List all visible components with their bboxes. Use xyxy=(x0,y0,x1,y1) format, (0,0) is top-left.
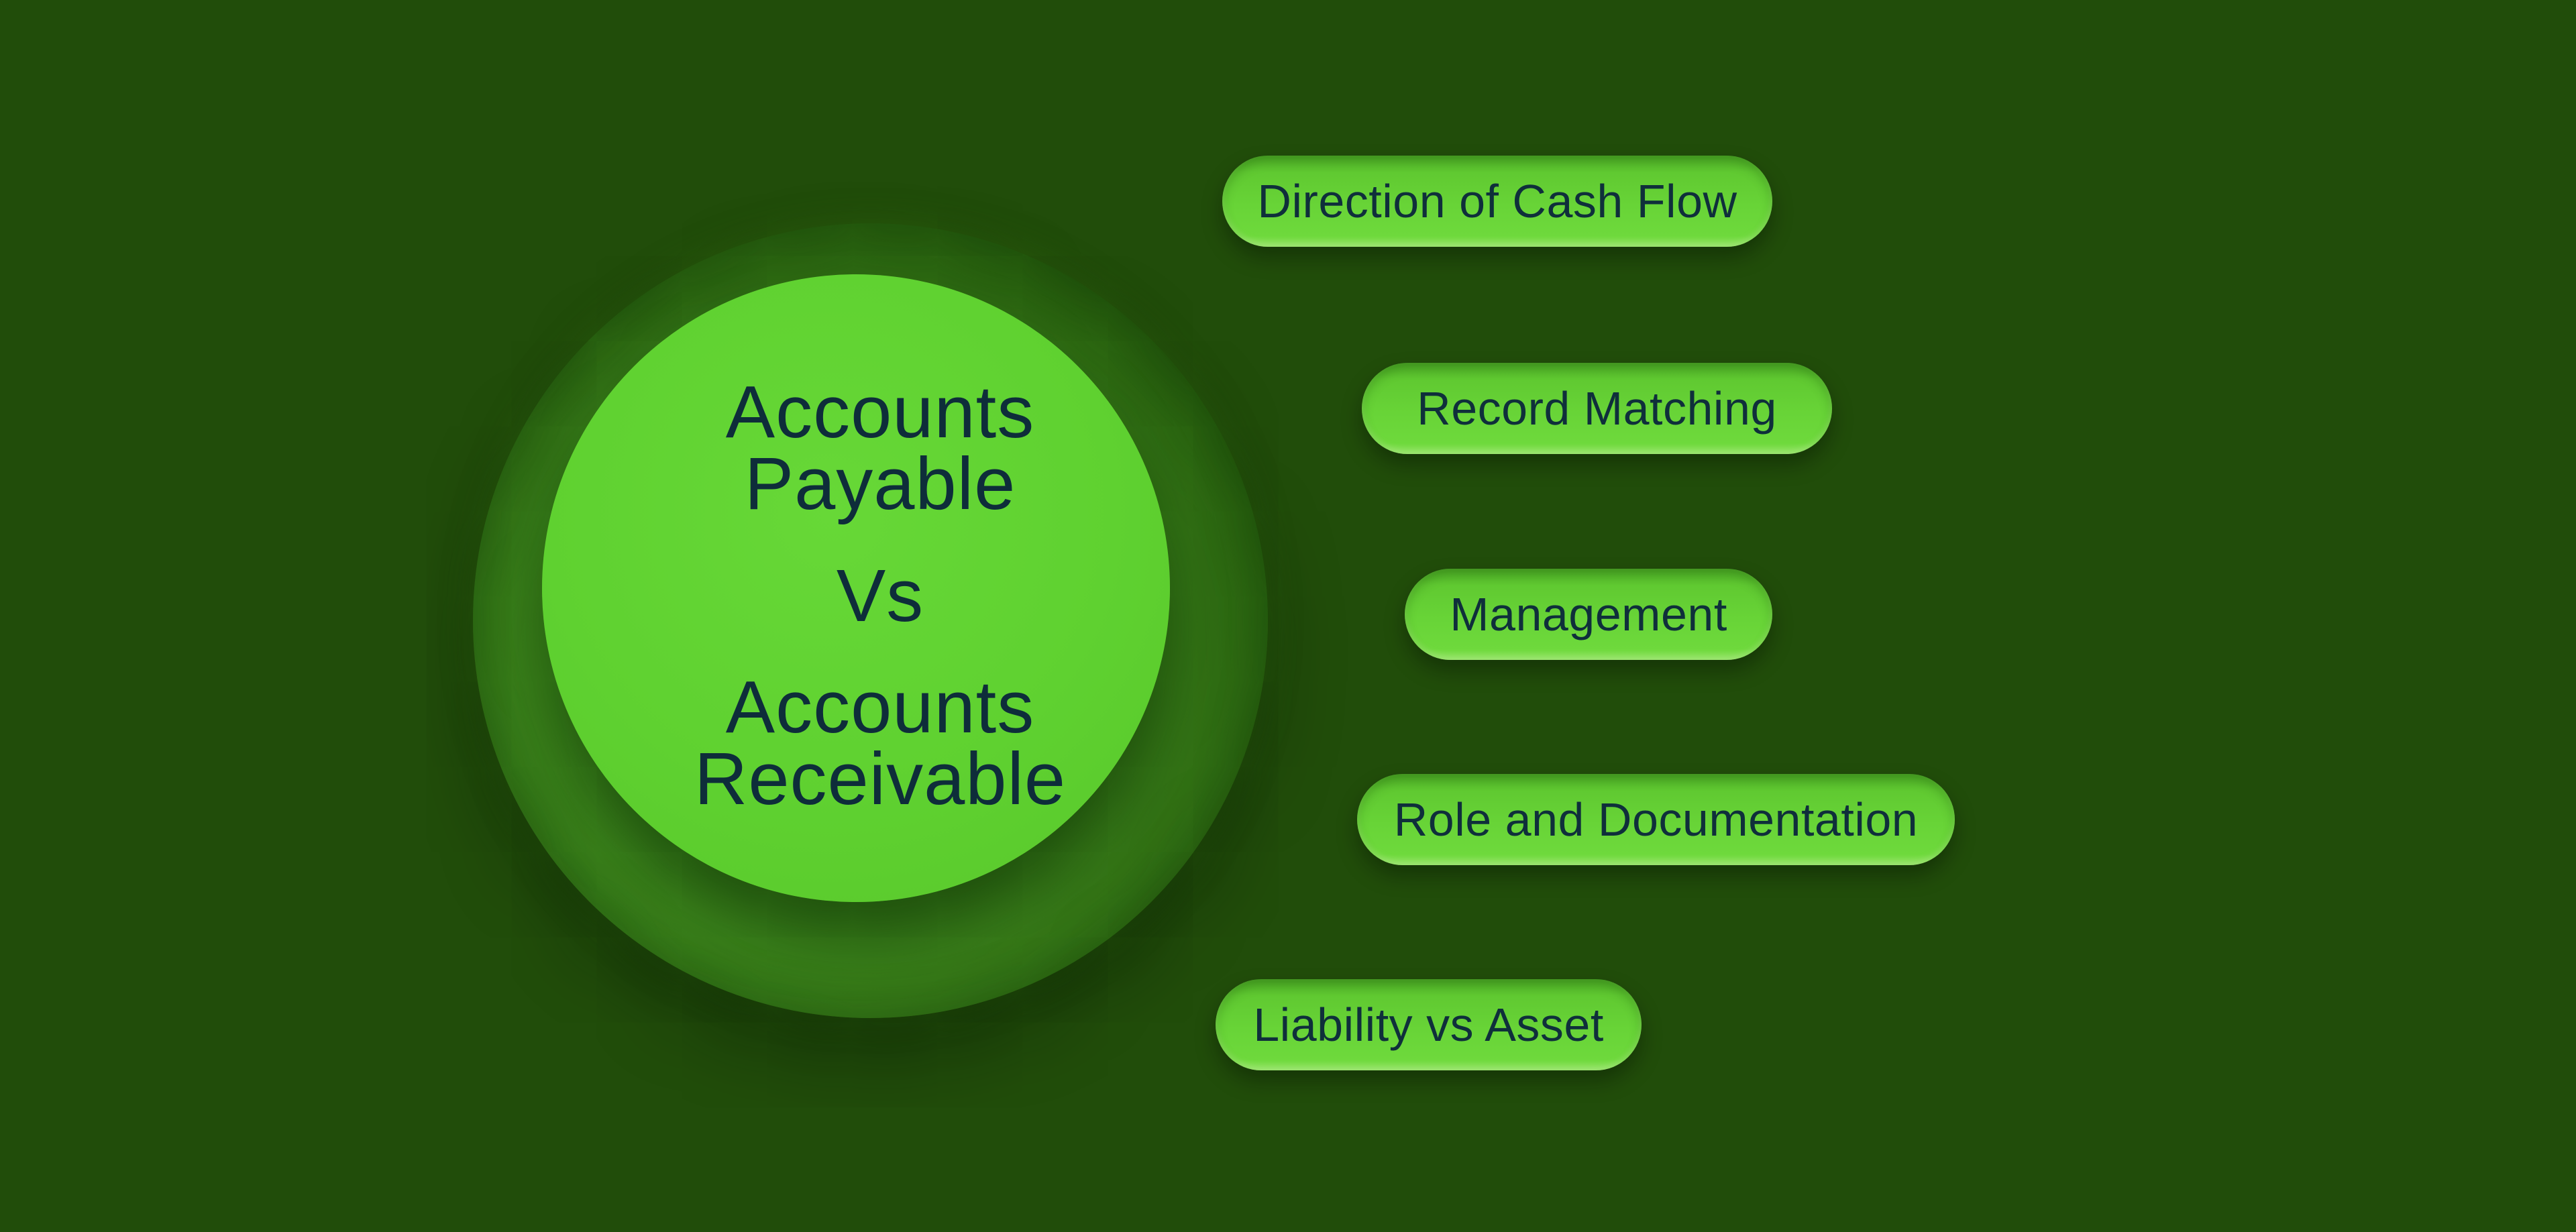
main-topic-line2: Accounts Receivable xyxy=(694,666,1067,821)
topic-pill-record-matching: Record Matching xyxy=(1362,363,1832,454)
main-topic-text: Accounts Payable Vs Accounts Receivable xyxy=(645,371,1115,821)
vs-divider: Vs xyxy=(836,554,924,637)
topic-pill-direction-of-cash-flow: Direction of Cash Flow xyxy=(1222,156,1772,247)
topic-pill-liability-vs-asset: Liability vs Asset xyxy=(1216,979,1642,1070)
main-topic-circle: Accounts Payable Vs Accounts Receivable xyxy=(542,274,1170,902)
main-topic-line1: Accounts Payable xyxy=(725,371,1035,525)
topic-pill-management: Management xyxy=(1405,569,1772,660)
topic-pill-role-and-documentation: Role and Documentation xyxy=(1357,774,1955,865)
